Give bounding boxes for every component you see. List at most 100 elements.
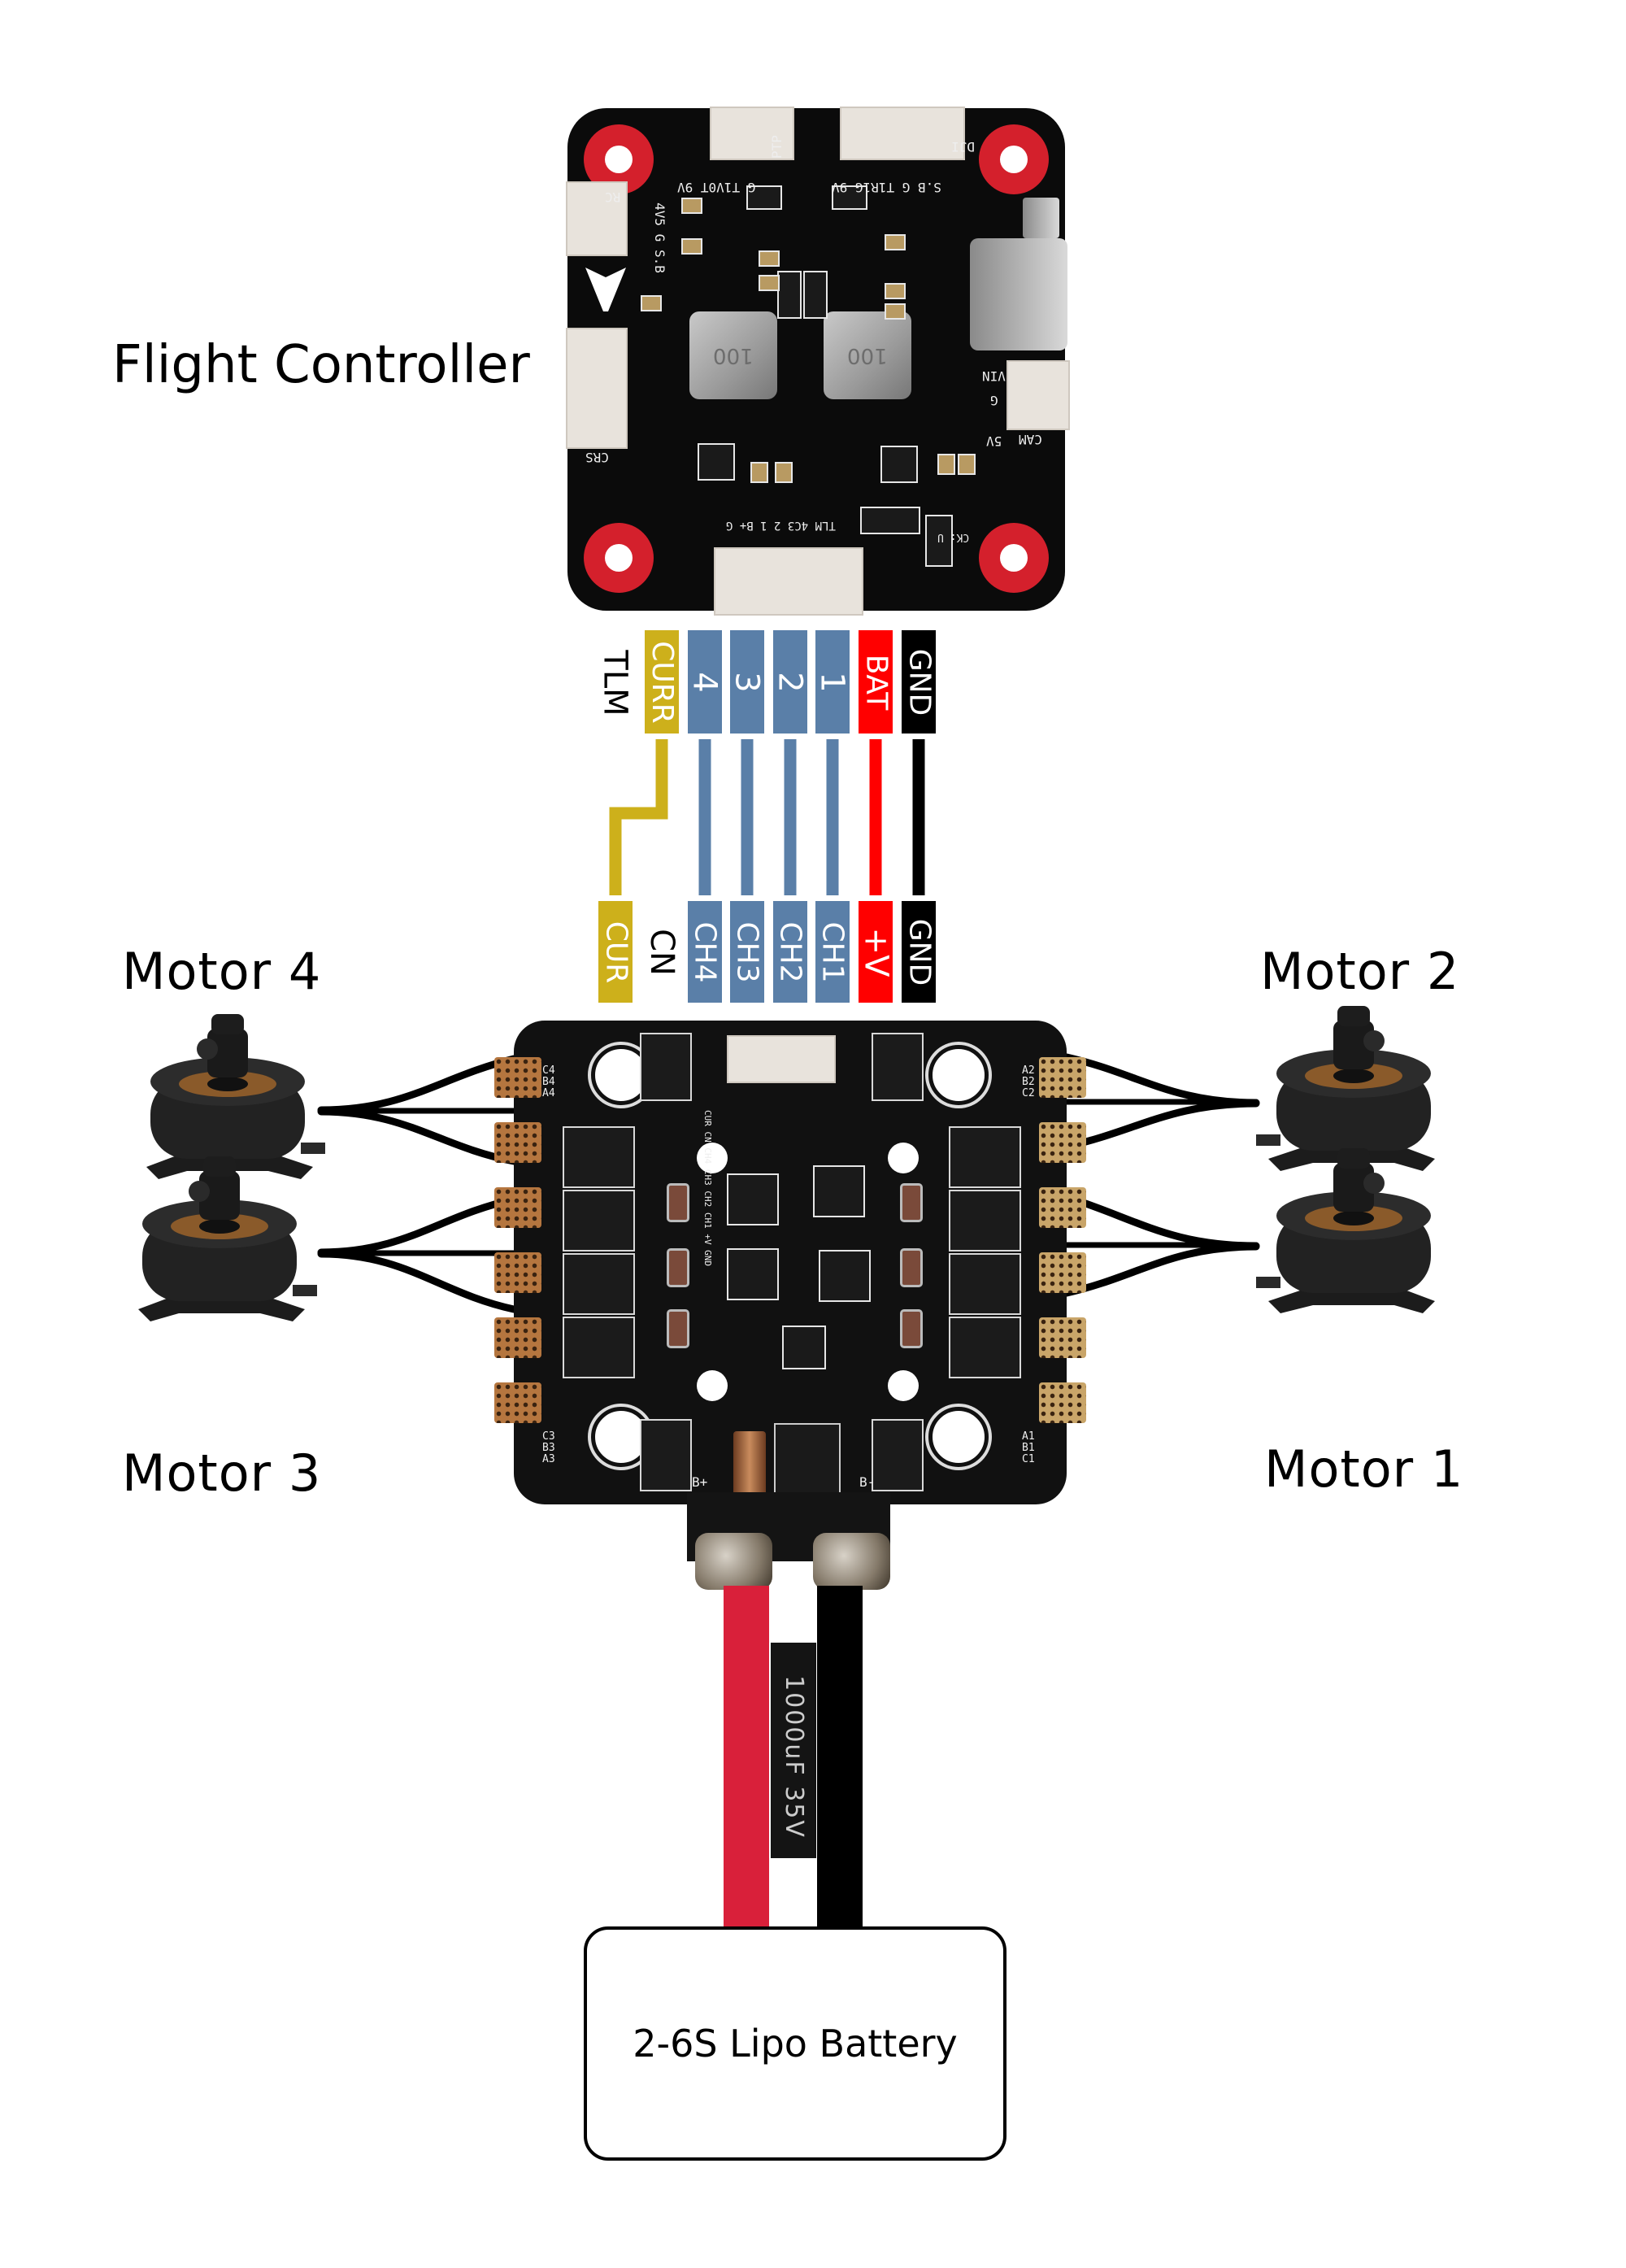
motor-3-pad-a[interactable] [494,1382,541,1423]
ic-chip [880,446,918,483]
motor-3-pad-b[interactable] [494,1317,541,1358]
fc-pin-gnd: GND [902,630,936,734]
fc-pin-3: 3 [728,630,766,734]
flight-controller-label: Flight Controller [112,335,530,395]
esc-mount-hole [591,1407,651,1467]
dji-connector [840,107,965,160]
motor-1-pad-c[interactable] [1039,1382,1086,1423]
esc-pin-ch4: CH4 [688,901,722,1003]
motor-3-wire-c [317,1250,518,1313]
motor-4-pad-b[interactable] [494,1122,541,1163]
esc-mcu [727,1173,779,1225]
motor-icon [138,1156,317,1321]
esc-pin-cur: CUR [598,901,633,1003]
motor-3-pad-c[interactable] [494,1252,541,1293]
ic-chip [925,515,953,567]
mosfet [563,1253,635,1315]
b-minus-solder-joint [813,1533,890,1590]
motor-icon [1256,1148,1435,1313]
esc-small-hole [697,1370,728,1401]
boot-button[interactable] [1023,198,1059,238]
motor-2-pad-b[interactable] [1039,1122,1086,1163]
esc-small-hole [888,1143,919,1173]
motor-4-wire-a [317,1055,518,1114]
smd-component [885,283,906,299]
motor-2-wire-c [1063,1099,1260,1151]
mount-hole-bottom-left [584,523,654,593]
esc-pin-ch1: CH1 [815,901,850,1003]
mosfet [640,1419,692,1491]
esc-mcu [819,1250,871,1302]
fc-pin-1: 1 [814,630,851,734]
logo-arrow-icon [585,268,626,311]
silk-b-minus: B- [859,1474,876,1490]
motor-1-pad-b[interactable] [1039,1317,1086,1358]
motor-4-pad-c[interactable] [494,1057,541,1098]
motor-2-pad-a[interactable] [1039,1057,1086,1098]
motor-3 [138,1156,317,1321]
smd-component [885,234,906,250]
crs-connector [566,328,628,449]
mosfet [563,1317,635,1378]
silk-motor2-phases: A2 B2 C2 [1022,1064,1035,1099]
smd-component [759,250,780,267]
usb-c-port[interactable] [970,238,1067,350]
esc-capacitor [900,1183,923,1222]
silk-motor4-phases: C4 B4 A4 [542,1064,555,1099]
esc-pin-ch2: CH2 [773,901,807,1003]
ic-chip [832,185,867,210]
motor-2-pad-c[interactable] [1039,1187,1086,1228]
esc-current-sensor [782,1326,826,1369]
esc-pin-cn: CN [643,901,680,1003]
inductor-a: 100 [689,311,777,399]
silk-b-plus: B+ [692,1474,708,1490]
motor-4-wire-c [317,1108,518,1165]
current-wire [609,739,668,895]
esc-mcu [813,1165,865,1217]
smd-component [681,238,702,255]
esc-mount-hole [928,1045,989,1105]
mosfet [563,1126,635,1188]
smd-component [681,198,702,214]
fc-pin-bat: BAT [859,630,893,734]
motor-2-wire-a [1063,1053,1260,1107]
esc-capacitor [667,1248,689,1287]
flight-controller-board: 100 100 PTP DJI G T1V0T 9V S.B G T1R1G 9… [566,107,1070,616]
mosfet [949,1317,1021,1378]
b-plus-solder-joint [695,1533,772,1590]
motor-4-pad-a[interactable] [494,1187,541,1228]
smd-component [937,454,955,475]
esc-capacitor [667,1309,689,1348]
fc-pin-curr: CURR [645,630,679,734]
ptp-connector [710,107,794,160]
battery-negative-wire [817,1586,863,1927]
silk-motor1-phases: A1 B1 C1 [1022,1430,1035,1465]
smd-component [885,303,906,320]
esc-board: CUR CN CH4 CH3 CH2 CH1 +V GND C4 B4 A4 C… [514,1021,1067,1508]
battery-label: 2-6S Lipo Battery [633,2022,958,2066]
esc-pin-gnd: GND [902,901,936,1003]
mosfet [872,1033,924,1101]
capacitor-rating: 1000uF 35V [779,1674,808,1839]
smd-component [641,295,662,311]
ic-chip [860,507,920,534]
fc-pin-2: 2 [772,630,809,734]
motor-4-label: Motor 4 [122,942,322,1001]
esc-mcu [727,1248,779,1300]
lipo-battery-box: 2-6S Lipo Battery [584,1926,1006,2161]
esc-pin-plus-v: +V [857,901,894,1003]
mosfet [949,1126,1021,1188]
motor-1-pad-a[interactable] [1039,1252,1086,1293]
smd-component [775,462,793,483]
mosfet [872,1419,924,1491]
mount-hole-top-right [979,124,1049,194]
battery-positive-wire [724,1586,769,1927]
motor-2-label: Motor 2 [1260,942,1460,1001]
ic-chip [803,271,828,319]
esc-small-hole [697,1143,728,1173]
mosfet [563,1190,635,1252]
silk-esc-connector-row: CUR CN CH4 CH3 CH2 CH1 +V GND [702,1110,713,1267]
mosfet [949,1253,1021,1315]
ic-chip [777,271,802,319]
